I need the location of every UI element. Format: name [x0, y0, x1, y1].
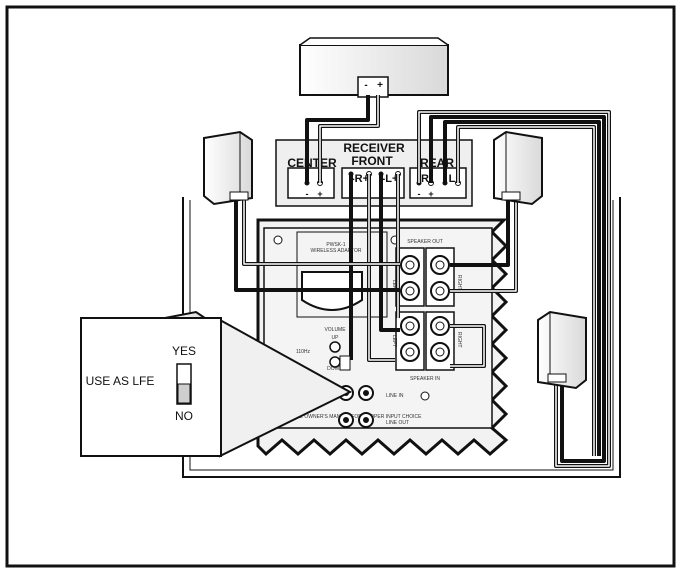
lfe-switch-callout: USE AS LFE YES NO — [80, 317, 353, 458]
receiver-front-left-label: -L+ — [382, 173, 399, 185]
receiver-front-right-label: -R+ — [351, 173, 369, 185]
receiver-title: RECEIVER — [343, 141, 405, 155]
speaker-in-terminals: LEFT RIGHT — [391, 311, 462, 371]
speaker-in-label: SPEAKER IN — [410, 376, 440, 382]
front-right-speaker — [493, 130, 543, 206]
freq-label: 110Hz — [296, 349, 311, 355]
line-out-label: LINE OUT — [386, 420, 409, 426]
volume-up-button[interactable] — [329, 341, 341, 353]
center-speaker: - + — [299, 37, 449, 98]
speaker-in-left-label: LEFT — [391, 335, 397, 347]
receiver-rear-r-label: R — [421, 173, 429, 185]
receiver-center-minus: - — [306, 189, 309, 199]
receiver-rear-l-label: L — [449, 173, 456, 185]
center-speaker-plus: + — [377, 80, 383, 91]
front-left-speaker — [203, 130, 253, 206]
lfe-yes-label: YES — [172, 344, 196, 358]
speaker-in-right-label: RIGHT — [456, 332, 462, 348]
volume-down-button[interactable] — [329, 356, 341, 368]
use-as-lfe-label: USE AS LFE — [86, 374, 155, 388]
volume-label: VOLUME — [324, 327, 346, 333]
receiver-rear-minus: - — [418, 189, 421, 199]
lfe-switch-slider — [177, 383, 191, 404]
speaker-out-label: SPEAKER OUT — [407, 239, 443, 245]
volume-up-label: UP — [332, 335, 340, 341]
receiver-center-terminal — [287, 167, 335, 199]
lfe-no-label: NO — [175, 409, 193, 423]
rear-speaker — [537, 310, 587, 390]
adaptor-model: PWSK-1 — [326, 242, 345, 248]
adaptor-subtitle: WIRELESS ADAPTOR — [310, 248, 361, 254]
receiver-center-plus: + — [317, 189, 322, 199]
volume-down-label: DOWN — [327, 366, 343, 372]
adaptor-note: SEE OWNER'S MANUAL FOR PROPER INPUT CHOI… — [293, 414, 422, 420]
speaker-out-left-label: LEFT — [391, 280, 397, 292]
speaker-out-right-label: RIGHT — [456, 275, 462, 291]
receiver-center-label: CENTER — [287, 156, 337, 170]
receiver-front-label: FRONT — [351, 154, 393, 168]
line-in-label: LINE IN — [386, 393, 404, 399]
speaker-out-terminals: LEFT RIGHT — [391, 247, 462, 307]
center-speaker-minus: - — [364, 80, 367, 91]
receiver-rear-plus: + — [428, 189, 433, 199]
rca-jack-line-out — [338, 412, 374, 428]
speaker-wires — [234, 95, 611, 468]
